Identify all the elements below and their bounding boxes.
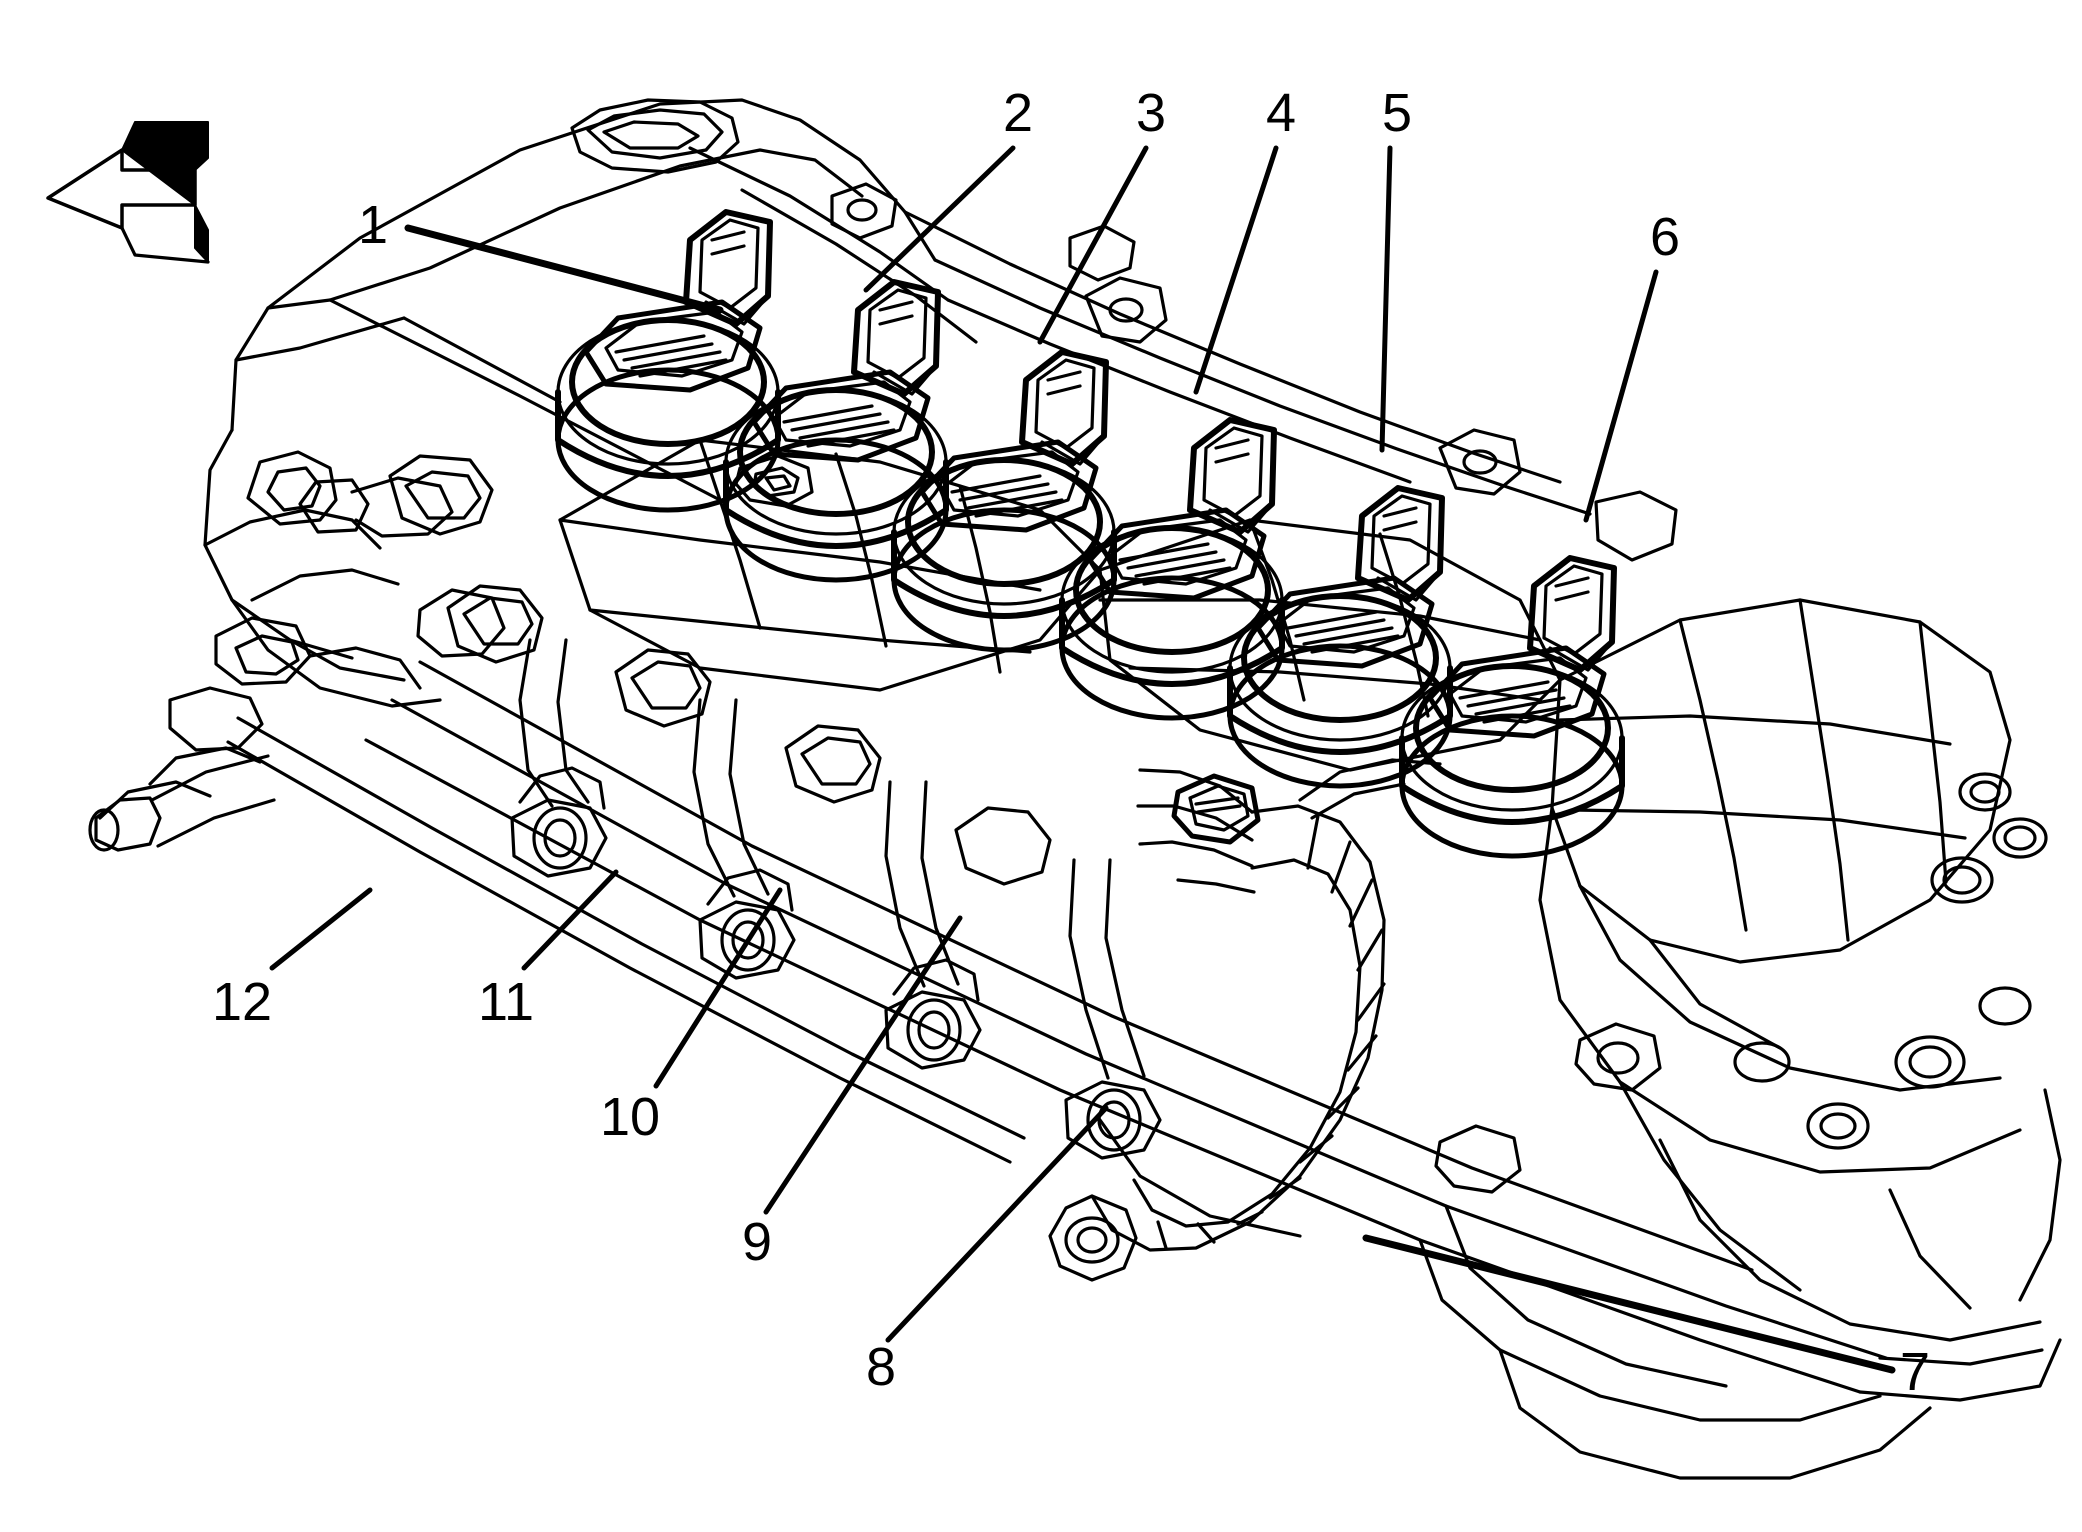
leader-line-12 <box>269 887 373 971</box>
leader-line-6 <box>1583 269 1659 523</box>
leader-line-3 <box>1037 145 1149 345</box>
ignition-coil-5 <box>1227 485 1453 789</box>
callout-leader-lines <box>269 145 1896 1374</box>
front-bracket-assembly <box>168 476 506 752</box>
intake-manifold-upper <box>203 98 1592 708</box>
lower-connectors <box>1171 773 1662 1194</box>
wiring-harness-conduit <box>1048 758 1442 1282</box>
front-of-vehicle-arrow-group <box>46 121 210 264</box>
callout-number-8: 8 <box>866 1337 897 1397</box>
ignition-coil-6 <box>1399 555 1625 859</box>
callout-number-7: 7 <box>1900 1342 1931 1402</box>
leader-line-11 <box>521 869 619 971</box>
leader-line-4 <box>1193 145 1279 395</box>
callout-number-2: 2 <box>1003 83 1034 143</box>
callout-number-4: 4 <box>1266 83 1297 143</box>
engine-block-right <box>1538 598 2062 1342</box>
callout-number-5: 5 <box>1382 83 1413 143</box>
ignition-coil-1 <box>555 209 781 513</box>
leader-line-10 <box>653 887 783 1089</box>
leader-line-7 <box>1362 1234 1896 1374</box>
callout-number-6: 6 <box>1650 207 1681 267</box>
callout-number-1: 1 <box>358 195 389 255</box>
leader-line-5 <box>1379 145 1393 453</box>
cover-mount-tabs <box>830 182 1678 562</box>
leader-line-2 <box>863 145 1016 293</box>
leader-line-9 <box>763 915 963 1215</box>
engine-lower-rail <box>364 660 2062 1480</box>
ignition-coil-4 <box>1059 417 1285 721</box>
fuel-rail-assembly <box>88 584 1162 1164</box>
callout-number-12: 12 <box>212 972 273 1032</box>
ignition-coil-2 <box>723 279 949 583</box>
callout-number-9: 9 <box>742 1212 773 1272</box>
leader-line-1 <box>404 224 724 314</box>
callout-number-3: 3 <box>1136 83 1167 143</box>
callout-number-11: 11 <box>478 972 535 1032</box>
callout-number-10: 10 <box>600 1087 661 1147</box>
leader-line-8 <box>885 1105 1109 1343</box>
